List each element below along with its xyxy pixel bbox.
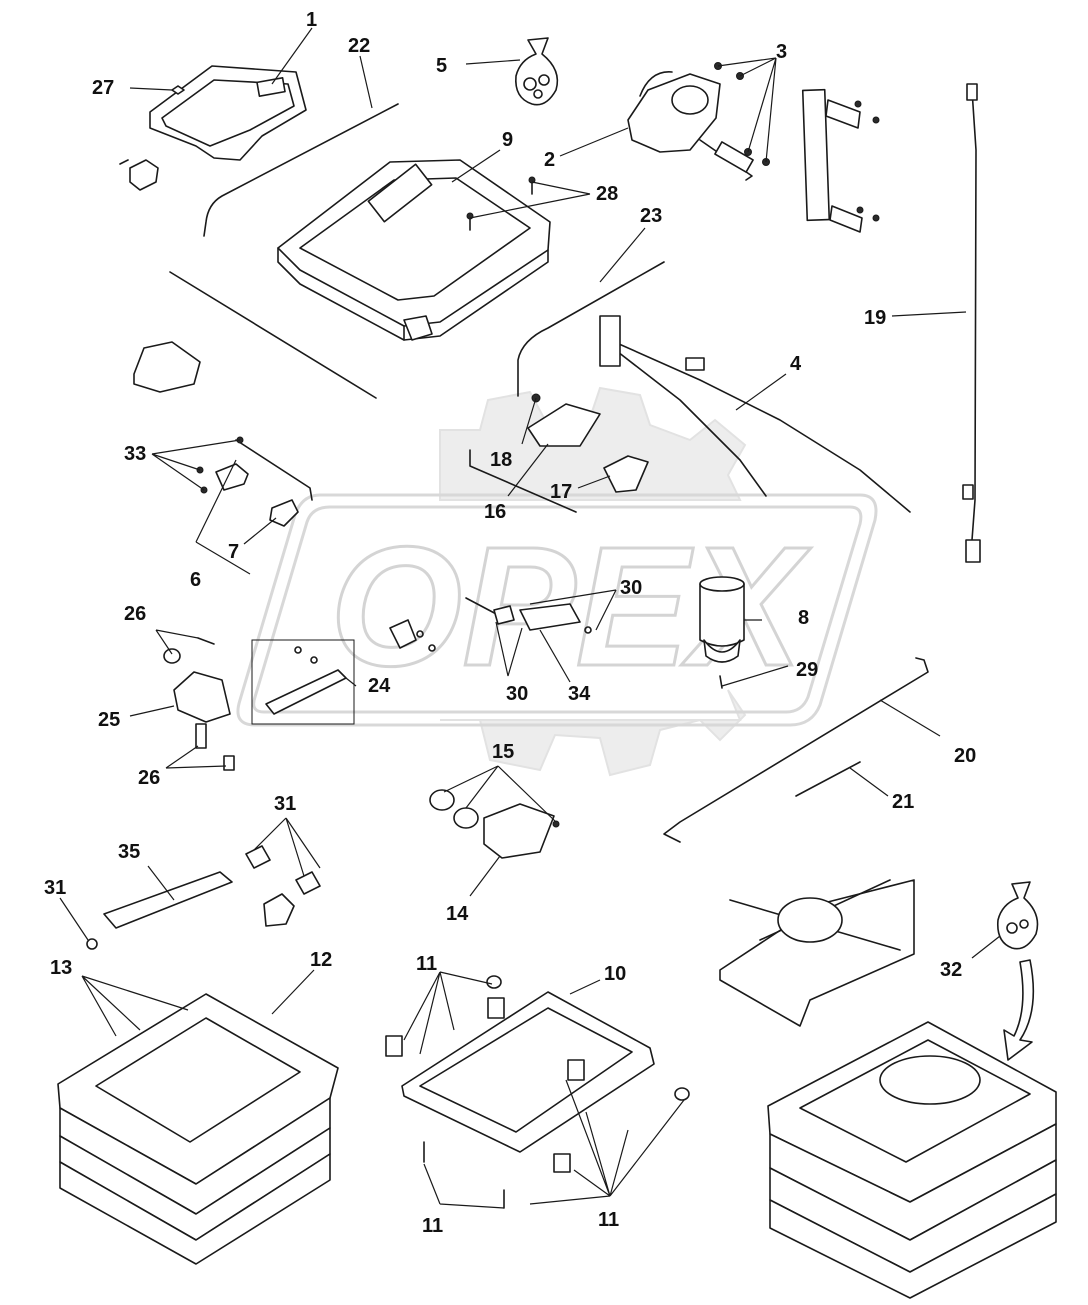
- part-6-linkage: [196, 436, 313, 527]
- callout-8: 8: [798, 607, 809, 629]
- part-26-spacer: [163, 637, 215, 664]
- watermark-frame-icon: [236, 493, 878, 727]
- callout-30-upper: 30: [620, 577, 642, 599]
- callout-5: 9: [502, 129, 513, 151]
- part-31-nut: [86, 938, 98, 950]
- callout-26-upper: 26: [124, 603, 146, 625]
- callout-19: 19: [864, 307, 886, 329]
- part-23-cable: [517, 261, 665, 397]
- callout-32: 32: [940, 959, 962, 981]
- callout-15: 15: [492, 741, 514, 763]
- arrow-icon: [1003, 959, 1035, 1061]
- part-17-cap: [603, 455, 649, 493]
- callout-11-top: 11: [416, 953, 437, 975]
- callout-4: 4: [790, 353, 802, 375]
- part-14-valve-assembly: [429, 789, 560, 859]
- callout-21: 21: [892, 791, 914, 813]
- part-1-top-plate: [149, 65, 307, 161]
- callout-10: 10: [604, 963, 626, 985]
- part-19-harness: [962, 83, 981, 563]
- part-22-cable: [203, 103, 399, 237]
- callout-14: 14: [446, 903, 469, 925]
- callout-27: 27: [92, 77, 114, 99]
- callout-29: 29: [796, 659, 818, 681]
- callout-1: 1: [306, 9, 317, 31]
- callout-20: 20: [954, 745, 976, 767]
- watermark-frame-inner-icon: [252, 505, 863, 714]
- part-12-bellows-left: [57, 993, 339, 1265]
- callout-31-lower: 31: [44, 877, 66, 899]
- part-scissor-mechanism: [719, 879, 915, 1027]
- part-9-hardware-bag: [515, 37, 559, 106]
- part-21-rod: [795, 761, 861, 797]
- callout-6: 6: [190, 569, 201, 591]
- part-25-valve: [173, 671, 235, 771]
- part-31-clips: [245, 845, 321, 927]
- part-10-base-frame: [385, 975, 690, 1209]
- part-4-harness: [599, 315, 911, 513]
- callout-22: 22: [348, 35, 370, 57]
- callout-16: 16: [484, 501, 506, 523]
- callout-31-upper: 31: [274, 793, 296, 815]
- callout-35: 35: [118, 841, 140, 863]
- callout-26-lower: 26: [138, 767, 160, 789]
- callout-12: 12: [310, 949, 332, 971]
- part-16-lever: [469, 393, 601, 513]
- part-bracket-left: [133, 341, 201, 393]
- callout-9: 5: [436, 55, 447, 77]
- callout-2: 2: [544, 149, 555, 171]
- callout-28: 28: [596, 183, 618, 205]
- callout-17: 17: [550, 481, 572, 503]
- part-20-rod: [663, 657, 929, 843]
- callout-24: 24: [368, 675, 391, 697]
- part-small-brackets: [389, 619, 436, 652]
- callout-labels: 1 22 5 3 27 9 2 28 23 19 4 33 18 17 16 7…: [44, 9, 976, 1237]
- part-5-main-frame: [277, 159, 551, 341]
- part-27-clip: [171, 85, 185, 95]
- callout-3: 3: [776, 41, 787, 63]
- callout-23: 23: [640, 205, 662, 227]
- callout-7: 7: [228, 541, 239, 563]
- part-8-air-spring: [699, 576, 745, 689]
- callout-33: 33: [124, 443, 146, 465]
- part-cable-left: [169, 271, 377, 399]
- callout-30-lower: 30: [506, 683, 528, 705]
- part-35-trim-strip: [103, 871, 233, 929]
- part-34-cylinder: [465, 597, 592, 634]
- callout-11-bottom-right: 11: [598, 1209, 619, 1231]
- leader-lines: [59, 27, 1001, 1209]
- callout-18: 18: [490, 449, 512, 471]
- parts: [57, 37, 1057, 1299]
- part-32-hardware-bag: [996, 881, 1039, 950]
- callout-13: 13: [50, 957, 72, 979]
- callout-34: 34: [568, 683, 591, 705]
- callout-25: 25: [98, 709, 120, 731]
- part-assembled-seat: [767, 1021, 1057, 1299]
- part-bracket-small: [119, 159, 159, 191]
- part-straps: [801, 88, 880, 233]
- part-2-compressor: [627, 71, 754, 181]
- callout-11-bottom-left: 11: [422, 1215, 443, 1237]
